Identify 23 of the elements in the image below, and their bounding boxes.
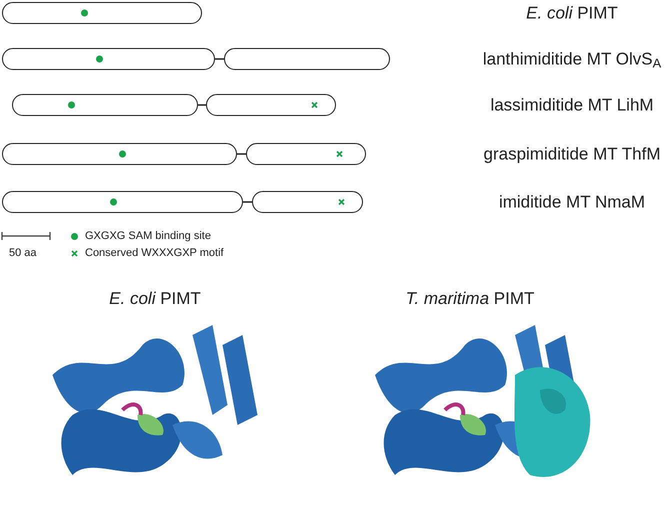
protein-name: lassimiditide MT LihM <box>490 94 654 116</box>
structure-title: E. coli PIMT <box>109 288 201 310</box>
protein-name: E. coli PIMT <box>526 2 618 24</box>
linker-line <box>243 201 252 203</box>
domain-bar <box>2 191 243 213</box>
legend-label: Conserved WXXXGXP motif <box>85 246 224 260</box>
protein-name: lanthimiditide MT OlvS$_{A}$ <box>482 48 662 70</box>
domain-bar <box>252 191 363 213</box>
domain-bar <box>206 94 336 116</box>
structure-title: T. maritima PIMT <box>406 288 534 310</box>
linker-line <box>215 58 224 60</box>
protein-name: imiditide MT NmaM <box>498 191 646 213</box>
protein-name: graspimiditide MT ThfM <box>484 143 660 165</box>
domain-bar <box>2 48 215 70</box>
linker-line <box>198 104 206 106</box>
domain-bar <box>2 143 237 165</box>
domain-bar <box>224 48 390 70</box>
legend-label: GXGXG SAM binding site <box>85 229 211 243</box>
domain-bar <box>2 2 202 24</box>
domain-bar <box>246 143 366 165</box>
scale-label: 50 aa <box>9 246 37 261</box>
domain-bar <box>12 94 198 116</box>
linker-line <box>237 153 246 155</box>
